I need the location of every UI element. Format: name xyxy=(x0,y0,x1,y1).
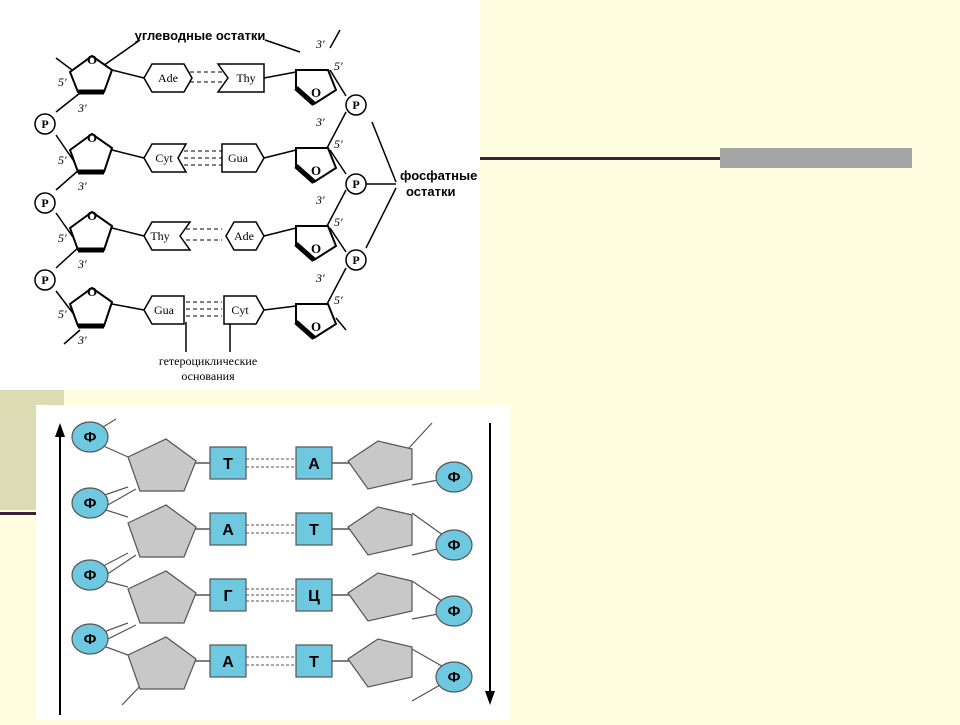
base-label: Thy xyxy=(236,71,255,85)
base-shapes xyxy=(143,63,265,325)
base-label: Thy xyxy=(150,229,169,243)
ring-oxygen: O xyxy=(311,241,321,256)
dna-structure-diagram: Ade Thy Cyt Gua Thy Ade Gua Cyt O O O O … xyxy=(0,0,480,390)
arrow-down-icon xyxy=(485,691,495,705)
phosphate-label: P xyxy=(352,253,359,267)
prime-label: 3′ xyxy=(315,115,325,129)
prime-label: 5′ xyxy=(334,59,343,73)
prime-label: 5′ xyxy=(58,231,67,245)
base-letter: Ц xyxy=(308,588,320,605)
ring-oxygen: O xyxy=(311,319,321,334)
base-letter: Г xyxy=(223,588,232,605)
strand-direction-arrows xyxy=(59,423,491,715)
phosphate-residues-label-line1: фосфатные xyxy=(400,168,477,183)
arrow-up-icon xyxy=(55,423,65,437)
phosphate-letter: Ф xyxy=(448,469,461,486)
phosphate-residues-label-line2: остатки xyxy=(406,184,455,199)
phosphate-label: P xyxy=(352,98,359,112)
phosphate-letter: Ф xyxy=(448,603,461,620)
base-label: Gua xyxy=(228,151,249,165)
prime-label: 3′ xyxy=(315,271,325,285)
heterocyclic-bases-label-line2: основания xyxy=(181,369,235,383)
sugar-pentagons xyxy=(127,438,413,690)
phosphate-label: P xyxy=(352,177,359,191)
prime-label: 3′ xyxy=(77,179,87,193)
left-sugar-rings xyxy=(68,54,114,327)
phosphate-label: P xyxy=(41,196,48,210)
base-label: Ade xyxy=(234,229,254,243)
decorative-line-right xyxy=(480,157,912,160)
phosphate-letter: Ф xyxy=(84,429,97,446)
hydrogen-bonds-schematic xyxy=(246,458,296,666)
base-label: Gua xyxy=(154,303,175,317)
prime-label: 5′ xyxy=(334,293,343,307)
prime-label: 5′ xyxy=(334,137,343,151)
base-letter: А xyxy=(222,654,234,671)
base-letter: Т xyxy=(309,522,319,539)
ring-oxygen: O xyxy=(311,85,321,100)
phosphate-letter: Ф xyxy=(84,631,97,648)
phosphate-letter: Ф xyxy=(448,537,461,554)
base-letter: А xyxy=(222,522,234,539)
base-label: Cyt xyxy=(155,151,173,165)
ring-oxygen: O xyxy=(87,52,97,67)
prime-label: 3′ xyxy=(315,37,325,51)
phosphate-label: P xyxy=(41,273,48,287)
dna-schematic-diagram: Т А А Т Г Ц А Т Ф Ф Ф xyxy=(36,405,510,720)
base-squares xyxy=(209,446,333,678)
phosphate-label: P xyxy=(41,117,48,131)
phosphate-letter: Ф xyxy=(448,669,461,686)
base-letter: Т xyxy=(223,456,233,473)
prime-label: 5′ xyxy=(58,75,67,89)
base-letter: А xyxy=(308,456,320,473)
phosphate-groups-top: P P P P P P xyxy=(34,94,367,291)
bold-ring-edges xyxy=(78,86,316,340)
prime-label: 3′ xyxy=(77,101,87,115)
ring-oxygen: O xyxy=(87,130,97,145)
phosphate-letter: Ф xyxy=(84,567,97,584)
prime-label: 3′ xyxy=(77,257,87,271)
base-letter: Т xyxy=(309,654,319,671)
base-label: Ade xyxy=(158,71,178,85)
prime-label: 5′ xyxy=(58,307,67,321)
prime-label: 5′ xyxy=(58,153,67,167)
phosphate-groups-bottom: Ф Ф Ф Ф Ф Ф Ф Ф xyxy=(71,421,473,693)
decorative-line-left xyxy=(0,512,36,515)
prime-label: 5′ xyxy=(334,215,343,229)
hydrogen-bonds xyxy=(184,71,224,317)
base-label: Cyt xyxy=(231,303,249,317)
ring-oxygen: O xyxy=(311,163,321,178)
phosphate-letter: Ф xyxy=(84,495,97,512)
heterocyclic-bases-label-line1: гетероциклические xyxy=(159,354,257,368)
prime-label: 3′ xyxy=(315,193,325,207)
dna-structure-svg: Ade Thy Cyt Gua Thy Ade Gua Cyt O O O O … xyxy=(34,28,477,383)
decorative-gray-bar xyxy=(720,148,912,168)
sugar-residues-label: углеводные остатки xyxy=(135,28,266,43)
ring-oxygen: O xyxy=(87,208,97,223)
prime-label: 3′ xyxy=(77,333,87,347)
ring-oxygen: O xyxy=(87,284,97,299)
dna-schematic-svg: Т А А Т Г Ц А Т Ф Ф Ф xyxy=(55,418,495,715)
